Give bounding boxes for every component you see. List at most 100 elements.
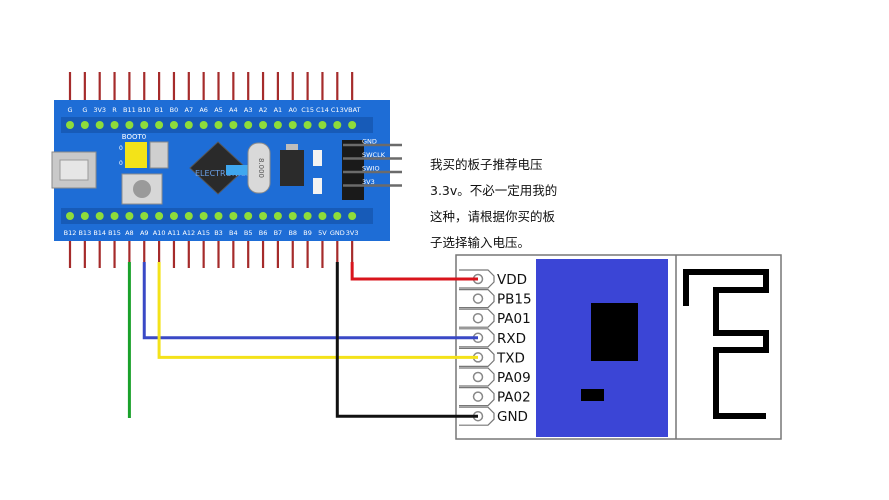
top-header-pins	[68, 72, 354, 101]
module-pin-hole	[472, 293, 484, 304]
note-line: 子选择输入电压。	[430, 235, 531, 250]
pin-via	[348, 212, 357, 220]
pin-via	[66, 212, 74, 220]
pin-via	[199, 121, 208, 129]
bottom-pin-label: A9	[140, 229, 149, 237]
bottom-pin-label: 3V3	[346, 229, 359, 237]
swd-label: SWIO	[362, 165, 380, 173]
top-pin-label: VBAT	[344, 106, 361, 114]
pin-via	[303, 212, 312, 220]
bottom-pin-label: A10	[153, 229, 166, 237]
top-pin-label: C13	[331, 106, 344, 114]
top-pin-label: B11	[123, 106, 136, 114]
pin-via	[199, 212, 208, 220]
pin-via	[244, 121, 253, 129]
top-pin-label: C14	[316, 106, 329, 114]
pin-via	[214, 212, 223, 220]
boot-header	[149, 141, 169, 169]
wire-a9-rxd	[142, 262, 478, 340]
bottom-pin-label: B15	[108, 229, 121, 237]
boot-mark-1: 0	[119, 145, 123, 152]
top-pin-label: 3V3	[93, 106, 106, 114]
pin-via	[95, 121, 104, 129]
module-pin-label: GND	[497, 409, 528, 425]
mcu-chip	[189, 141, 247, 195]
pin-via	[273, 121, 282, 129]
pin-via	[214, 121, 223, 129]
pin-via	[140, 212, 149, 220]
top-pin-label: A2	[259, 106, 268, 114]
bottom-pin-label: B8	[288, 229, 297, 237]
silk-text: ELECTRONICS	[195, 169, 251, 178]
bottom-pin-label: B4	[229, 229, 238, 237]
note-line: 这种，请根据你买的板	[430, 209, 556, 224]
usb-port-inner	[59, 159, 89, 181]
top-pin-label: G	[82, 106, 87, 114]
voltage-regulator	[280, 150, 304, 186]
swd-header	[342, 140, 364, 200]
pin-via	[288, 121, 297, 129]
module-pin-label: PA01	[497, 311, 531, 327]
pin-via	[259, 212, 268, 220]
smd-part	[313, 150, 322, 166]
pin-via	[333, 212, 342, 220]
bottom-pin-label: B14	[93, 229, 106, 237]
silk-highlight	[226, 165, 252, 175]
boot-jumper	[125, 142, 147, 168]
antenna-trace	[683, 269, 769, 419]
top-pin-label: B0	[170, 106, 179, 114]
pin-via	[95, 212, 104, 220]
pin-via	[348, 121, 357, 129]
pin-via	[110, 121, 119, 129]
module-pin-label: RXD	[497, 331, 526, 347]
module-small-chip	[581, 389, 604, 401]
pin-via	[66, 121, 74, 129]
bottom-header-pins	[68, 240, 354, 268]
bottom-pin-label: B5	[244, 229, 253, 237]
top-pin-label: A7	[185, 106, 194, 114]
top-pin-label: A1	[274, 106, 283, 114]
pin-via	[333, 121, 342, 129]
bottom-pin-label: B9	[303, 229, 312, 237]
pin-via	[169, 121, 178, 129]
regulator-tab	[286, 144, 298, 150]
bottom-pin-label: B13	[78, 229, 91, 237]
top-pin-label: A4	[229, 106, 238, 114]
pin-via	[140, 121, 149, 129]
bottom-pin-label: A8	[125, 229, 134, 237]
module-pin-label: VDD	[497, 272, 527, 288]
top-pin-label: A6	[199, 106, 208, 114]
pin-via	[125, 121, 134, 129]
swd-labels: GND SWCLK SWIO 3V3	[362, 138, 386, 187]
pin-via	[288, 212, 297, 220]
wire-gnd-gnd	[335, 262, 478, 418]
pin-via	[155, 212, 164, 220]
pin-via	[80, 121, 89, 129]
swd-label: GND	[362, 138, 377, 146]
bottom-row-vias	[66, 212, 357, 220]
reset-button-cap	[133, 180, 151, 198]
reset-button	[121, 173, 163, 205]
pin-via	[125, 212, 134, 220]
pin-via	[229, 212, 238, 220]
swd-label: SWCLK	[362, 151, 386, 159]
pin-via	[259, 121, 268, 129]
swd-label: 3V3	[362, 178, 375, 186]
module-pin-hole	[472, 371, 484, 383]
pin-via	[80, 212, 89, 220]
bottom-pin-label: B12	[64, 229, 77, 237]
bottom-pin-label: A12	[182, 229, 195, 237]
wire-3v3-vdd	[350, 262, 478, 281]
top-pin-label: B10	[138, 106, 151, 114]
top-pin-label: C15	[301, 106, 314, 114]
bottom-pin-label: A15	[197, 229, 210, 237]
pin-via	[184, 121, 193, 129]
module-pin-hole	[472, 391, 484, 402]
connection-wires	[127, 262, 478, 418]
pin-via	[273, 212, 282, 220]
top-pin-label: G	[67, 106, 72, 114]
bottom-pin-label: A11	[168, 229, 181, 237]
